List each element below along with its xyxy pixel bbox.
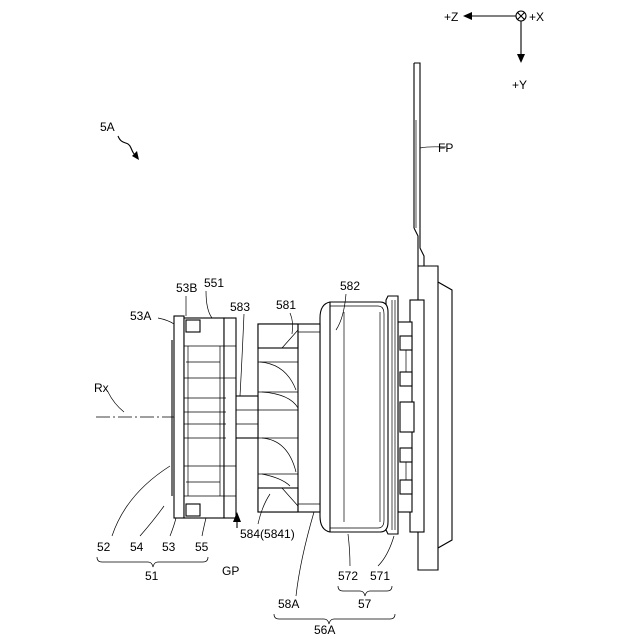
label-53: 53	[162, 540, 176, 554]
label-rx: Rx	[94, 381, 109, 395]
axis-label-z: +Z	[444, 10, 458, 24]
figure-label-group: 5A	[100, 120, 139, 160]
holder-572	[320, 302, 388, 532]
label-53a: 53A	[130, 309, 151, 323]
upper-labels: 53B 551 53A 583 581 582	[130, 276, 360, 396]
figure-label: 5A	[100, 120, 115, 134]
label-53b: 53B	[176, 281, 197, 295]
label-52: 52	[97, 540, 111, 554]
label-583: 583	[230, 300, 250, 314]
label-gp: GP	[222, 564, 239, 578]
optical-axis: Rx	[94, 381, 174, 417]
label-51: 51	[145, 569, 159, 583]
label-551: 551	[204, 276, 224, 290]
flexible-printed-board: FP	[414, 63, 453, 266]
label-57: 57	[358, 597, 372, 611]
label-582: 582	[340, 279, 360, 293]
label-56a: 56A	[314, 623, 335, 637]
axis-label-y: +Y	[512, 78, 527, 92]
coordinate-axes: +Z +X +Y	[444, 10, 544, 92]
label-fp: FP	[438, 141, 453, 155]
lens-barrel-58a	[258, 324, 320, 512]
label-54: 54	[130, 540, 144, 554]
label-584: 584(5841)	[240, 527, 295, 541]
label-581: 581	[276, 298, 296, 312]
front-lens-unit-51	[172, 316, 236, 518]
label-572: 572	[338, 569, 358, 583]
label-55: 55	[195, 540, 209, 554]
axis-label-x: +X	[529, 10, 544, 24]
label-571: 571	[370, 569, 390, 583]
label-58a: 58A	[278, 597, 299, 611]
sensor-holder	[398, 266, 452, 570]
